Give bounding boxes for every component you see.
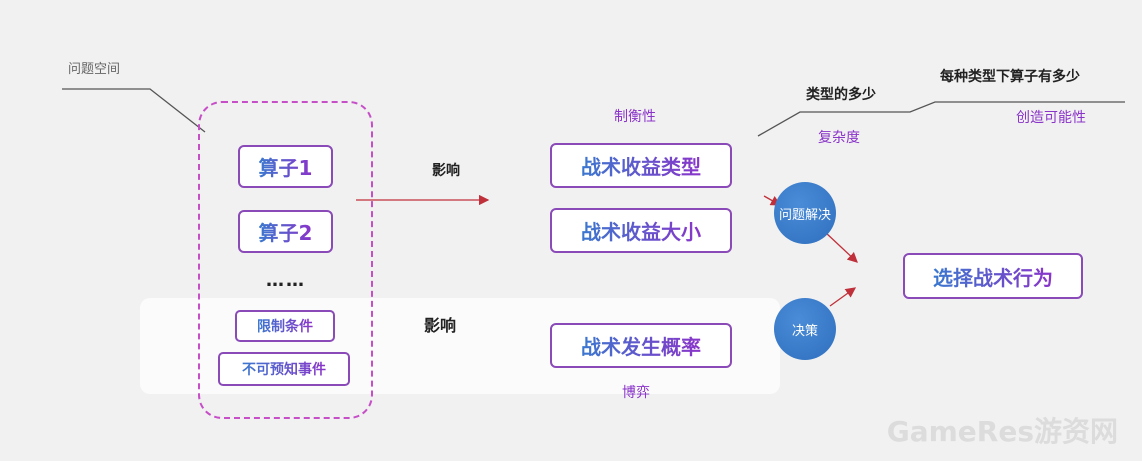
unpredictable-events-text: 不可预知事件 [242, 359, 326, 379]
arrow-problem-solving-to-result [824, 231, 858, 263]
operators-per-type-label: 每种类型下算子有多少 [940, 69, 1080, 85]
tactic-gain-type-node: 战术收益类型 [550, 143, 732, 188]
choose-action-text: 选择战术行为 [933, 262, 1053, 291]
decision-text: 决策 [791, 323, 818, 339]
balance-label: 制衡性 [614, 109, 656, 125]
tactic-gain-size-node: 战术收益大小 [550, 208, 732, 253]
game-theory-label: 博弈 [622, 385, 650, 401]
problem-space-leader-line [62, 88, 206, 133]
complexity-label: 复杂度 [818, 130, 860, 146]
watermark: GameRes游资网 [886, 415, 1118, 448]
arrow-decision-to-result [829, 287, 857, 307]
possibility-label: 创造可能性 [1016, 110, 1086, 126]
type-count-label: 类型的多少 [806, 87, 876, 103]
problem-space-group [198, 101, 373, 419]
tactic-probability-text: 战术发生概率 [581, 331, 701, 360]
problem-solving-circle: 问题解决 [774, 182, 836, 244]
unpredictable-events-node: 不可预知事件 [218, 352, 350, 386]
ellipsis: …… [266, 270, 306, 291]
tactic-probability-node: 战术发生概率 [550, 323, 732, 368]
choose-action-node: 选择战术行为 [903, 253, 1083, 299]
influence-label-top: 影响 [432, 163, 460, 179]
operator-1-node: 算子1 [238, 145, 333, 188]
constraints-node: 限制条件 [235, 310, 335, 342]
operator-2-node: 算子2 [238, 210, 333, 253]
complexity-leader-line [757, 101, 1125, 137]
decision-circle: 决策 [774, 298, 836, 360]
tactic-gain-size-text: 战术收益大小 [581, 216, 701, 245]
problem-space-label: 问题空间 [68, 62, 121, 77]
tactic-gain-type-text: 战术收益类型 [581, 151, 701, 180]
constraints-text: 限制条件 [257, 316, 313, 336]
operator-2-text: 算子2 [259, 217, 313, 246]
influence-label-bottom: 影响 [424, 316, 457, 335]
operator-1-text: 算子1 [259, 152, 313, 181]
problem-solving-text: 问题解决 [778, 207, 831, 223]
